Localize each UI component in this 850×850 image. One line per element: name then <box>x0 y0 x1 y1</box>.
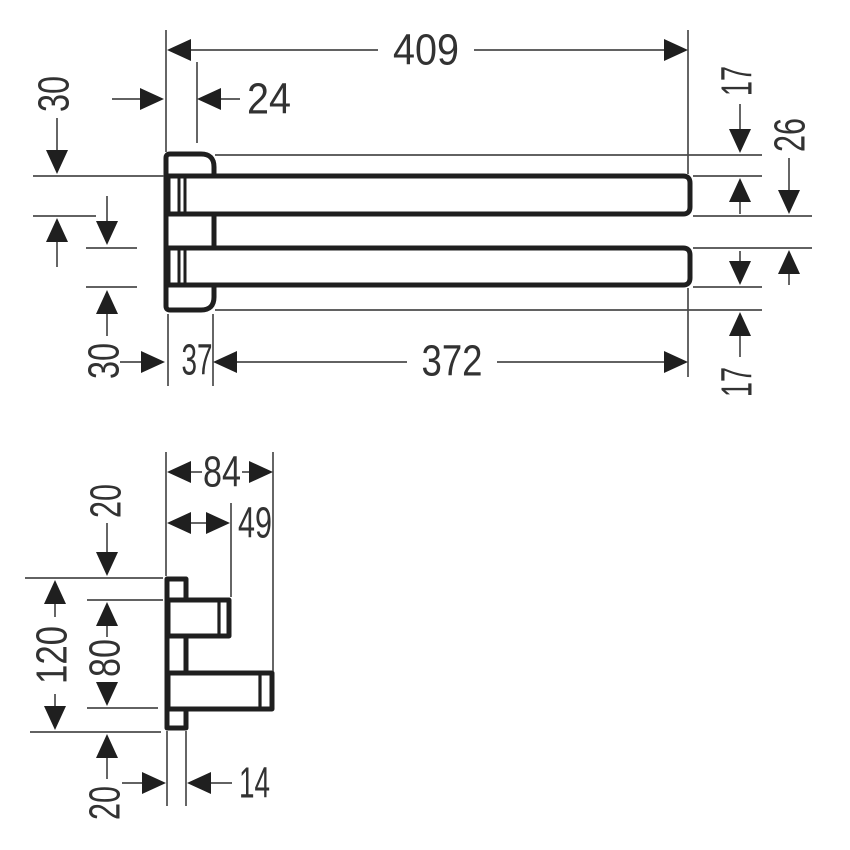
arrowhead-left <box>167 39 191 61</box>
dim-label-wall-to-pivot: 24 <box>247 75 291 124</box>
dim-label-overall-length: 409 <box>393 26 459 75</box>
dim-label-total-projection: 84 <box>203 448 241 497</box>
arrowhead-right <box>249 461 273 483</box>
dim-bar-length: 372 <box>213 337 688 386</box>
plan-extension-lines <box>33 30 812 386</box>
arrowhead-right <box>142 772 166 794</box>
arrowhead-left <box>167 512 191 534</box>
arrowhead-down <box>96 552 118 576</box>
lower-arm-profile <box>165 670 275 712</box>
lower-bar-outline <box>165 245 693 288</box>
dim-top-offset: 20 <box>82 484 131 576</box>
dim-bottom-offset: 20 <box>81 734 130 820</box>
dim-label-bar-length: 372 <box>422 337 483 386</box>
arrowhead-up <box>96 602 118 626</box>
arrowhead-left <box>167 461 191 483</box>
dim-total-projection: 84 <box>167 448 273 497</box>
arrowhead-right <box>664 39 688 61</box>
arrowhead-down <box>729 261 751 285</box>
arrowhead-up <box>46 218 68 242</box>
arrowhead-right <box>664 351 688 373</box>
side-view: 84 49 20 80 20 <box>25 448 275 820</box>
dim-arm-span: 80 <box>81 602 130 706</box>
dim-bar-bottom-to-plate-bottom: 17 <box>713 251 762 397</box>
arrowhead-up <box>96 734 118 758</box>
arrowhead-up <box>778 250 800 274</box>
dim-label-bar-gap: 26 <box>766 118 815 152</box>
upper-bar-outline <box>165 173 693 217</box>
arrowhead-up <box>729 312 751 336</box>
dim-upper-bar-width: 30 <box>30 76 79 267</box>
dim-label-backplate-thickness: 14 <box>239 759 270 808</box>
plan-object <box>163 151 693 313</box>
plan-view: 409 24 30 30 17 <box>30 26 815 398</box>
dim-label-bottom-offset: 20 <box>81 786 130 820</box>
arrowhead-down <box>778 190 800 214</box>
arrowhead-up <box>96 290 118 314</box>
arrowhead-left <box>197 88 221 110</box>
arrowhead-left <box>187 772 211 794</box>
dim-backplate-thickness: 14 <box>122 759 270 808</box>
dim-overall-length: 409 <box>167 26 688 75</box>
dim-lower-bar-width: 30 <box>80 196 129 379</box>
arrowhead-right <box>206 512 230 534</box>
dim-label-upper-bar-width: 30 <box>30 76 79 112</box>
dim-label-plate-depth: 37 <box>182 336 213 385</box>
arrowhead-left <box>213 351 237 373</box>
arrowhead-down <box>46 150 68 174</box>
dim-label-backplate-height: 120 <box>28 626 77 684</box>
arrowhead-down <box>729 129 751 153</box>
dim-label-upper-arm-projection: 49 <box>238 499 272 548</box>
lower-bar-hinge-pin <box>177 250 187 283</box>
dim-label-lower-bar-width: 30 <box>80 343 129 379</box>
arrowhead-up <box>729 178 751 202</box>
arrowhead-down <box>96 682 118 706</box>
arrowhead-up <box>44 580 66 604</box>
dim-backplate-height: 120 <box>28 580 77 730</box>
dim-bar-gap: 26 <box>766 118 815 285</box>
dim-wall-to-pivot: 24 <box>112 75 291 124</box>
upper-bar-hinge-pin <box>177 178 187 212</box>
side-object <box>164 576 275 731</box>
arrowhead-right <box>140 88 164 110</box>
arrowhead-right <box>141 351 165 373</box>
dim-label-top-offset: 20 <box>82 484 131 518</box>
dim-upper-arm-projection: 49 <box>167 499 272 548</box>
dim-plate-top-to-bar-top: 17 <box>713 66 762 214</box>
dim-label-plate-top-to-bar-top: 17 <box>713 66 762 96</box>
dim-plate-depth: 37 <box>120 336 213 385</box>
dim-label-bar-bottom-to-plate-bottom: 17 <box>713 367 762 397</box>
side-extension-lines <box>25 452 274 806</box>
arrowhead-down <box>44 706 66 730</box>
arrowhead-down <box>96 221 118 245</box>
dim-label-arm-span: 80 <box>81 639 130 677</box>
